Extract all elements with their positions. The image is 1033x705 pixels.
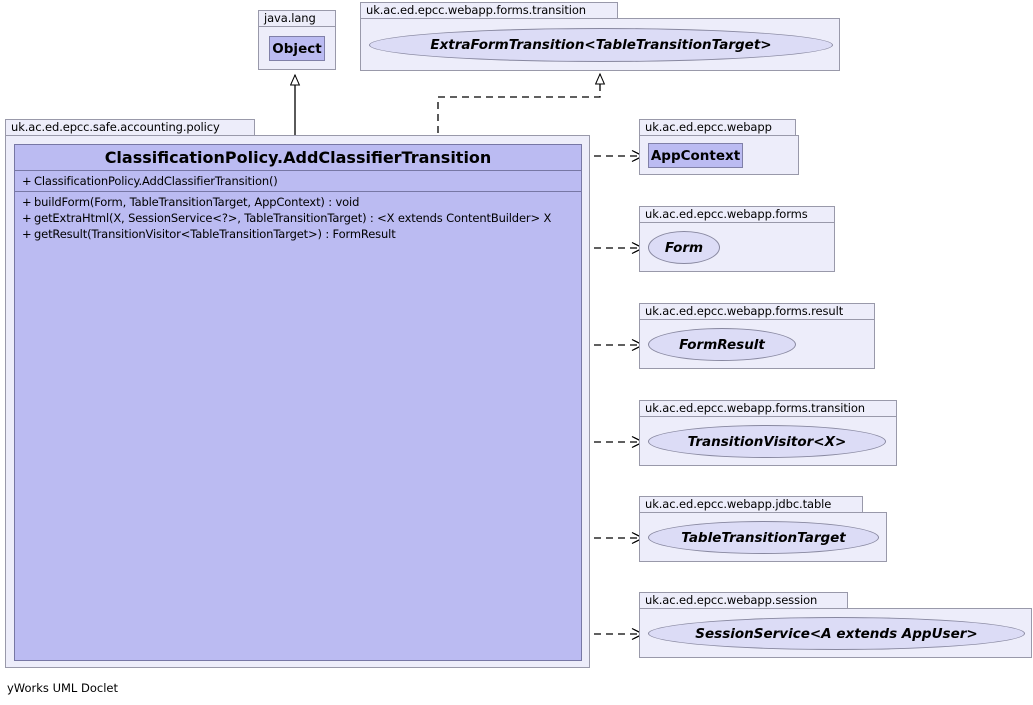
package-webapp: uk.ac.ed.epcc.webapp AppContext [639, 119, 799, 176]
class-member-row[interactable]: +buildForm(Form, TableTransitionTarget, … [15, 194, 581, 210]
member-signature: ClassificationPolicy.AddClassifierTransi… [34, 174, 278, 188]
class-classificationpolicy-addclassifiertransition[interactable]: ClassificationPolicy.AddClassifierTransi… [14, 144, 582, 661]
package-java-lang: java.lang Object [258, 10, 336, 70]
package-label-webapp: uk.ac.ed.epcc.webapp [639, 119, 796, 136]
interface-tabletransitiontarget[interactable]: TableTransitionTarget [648, 521, 879, 554]
package-webapp-forms-transition: uk.ac.ed.epcc.webapp.forms.transition Tr… [639, 400, 897, 467]
interface-sessionservice[interactable]: SessionService<A extends AppUser> [648, 617, 1025, 650]
visibility-marker: + [22, 211, 32, 225]
package-label-webapp-forms-result: uk.ac.ed.epcc.webapp.forms.result [639, 303, 875, 320]
visibility-marker: + [22, 195, 32, 209]
member-signature: getResult(TransitionVisitor<TableTransit… [34, 227, 396, 241]
package-body-webapp: AppContext [639, 135, 799, 175]
visibility-marker: + [22, 174, 32, 188]
package-body-java-lang: Object [258, 26, 336, 70]
package-policy: uk.ac.ed.epcc.safe.accounting.policy Cla… [5, 119, 590, 669]
link-dependency-appcontext [582, 149, 645, 163]
package-body-webapp-session: SessionService<A extends AppUser> [639, 608, 1032, 658]
package-label-webapp-jdbc-table: uk.ac.ed.epcc.webapp.jdbc.table [639, 496, 863, 513]
package-label-forms-transition-super: uk.ac.ed.epcc.webapp.forms.transition [360, 2, 618, 19]
interface-extraformtransition[interactable]: ExtraFormTransition<TableTransitionTarge… [369, 28, 833, 62]
package-body-webapp-forms-result: FormResult [639, 319, 875, 369]
link-dependency-formresult [582, 338, 645, 352]
package-label-webapp-forms-transition: uk.ac.ed.epcc.webapp.forms.transition [639, 400, 897, 417]
class-appcontext[interactable]: AppContext [648, 143, 743, 168]
interface-form[interactable]: Form [648, 231, 720, 264]
class-methods-section: +buildForm(Form, TableTransitionTarget, … [15, 192, 581, 244]
link-dependency-form [582, 241, 645, 255]
package-body-webapp-jdbc-table: TableTransitionTarget [639, 512, 887, 562]
package-webapp-session: uk.ac.ed.epcc.webapp.session SessionServ… [639, 592, 1032, 659]
member-signature: getExtraHtml(X, SessionService<?>, Table… [34, 211, 552, 225]
package-body-policy: ClassificationPolicy.AddClassifierTransi… [5, 135, 590, 668]
class-constructors-section: +ClassificationPolicy.AddClassifierTrans… [15, 171, 581, 192]
doclet-footer-label: yWorks UML Doclet [7, 681, 118, 695]
class-object[interactable]: Object [269, 36, 325, 61]
package-forms-transition-super: uk.ac.ed.epcc.webapp.forms.transition Ex… [360, 2, 840, 72]
member-signature: buildForm(Form, TableTransitionTarget, A… [34, 195, 360, 209]
interface-formresult[interactable]: FormResult [648, 328, 796, 361]
package-body-webapp-forms-transition: TransitionVisitor<X> [639, 416, 897, 466]
interface-transitionvisitor[interactable]: TransitionVisitor<X> [648, 425, 886, 458]
link-dependency-sessionservice [582, 627, 645, 641]
package-label-policy: uk.ac.ed.epcc.safe.accounting.policy [5, 119, 255, 136]
package-webapp-jdbc-table: uk.ac.ed.epcc.webapp.jdbc.table TableTra… [639, 496, 887, 563]
package-body-webapp-forms: Form [639, 222, 835, 272]
package-label-webapp-forms: uk.ac.ed.epcc.webapp.forms [639, 206, 835, 223]
class-member-row[interactable]: +getResult(TransitionVisitor<TableTransi… [15, 226, 581, 242]
visibility-marker: + [22, 227, 32, 241]
link-dependency-transitionvisitor [582, 435, 645, 449]
class-member-row[interactable]: +ClassificationPolicy.AddClassifierTrans… [15, 173, 581, 189]
package-body-forms-transition-super: ExtraFormTransition<TableTransitionTarge… [360, 18, 840, 71]
package-label-java-lang: java.lang [258, 10, 336, 27]
link-dependency-tabletransitiontarget [582, 531, 645, 545]
class-title: ClassificationPolicy.AddClassifierTransi… [15, 145, 581, 171]
package-webapp-forms-result: uk.ac.ed.epcc.webapp.forms.result FormRe… [639, 303, 875, 370]
package-label-webapp-session: uk.ac.ed.epcc.webapp.session [639, 592, 848, 609]
class-member-row[interactable]: +getExtraHtml(X, SessionService<?>, Tabl… [15, 210, 581, 226]
package-webapp-forms: uk.ac.ed.epcc.webapp.forms Form [639, 206, 835, 273]
